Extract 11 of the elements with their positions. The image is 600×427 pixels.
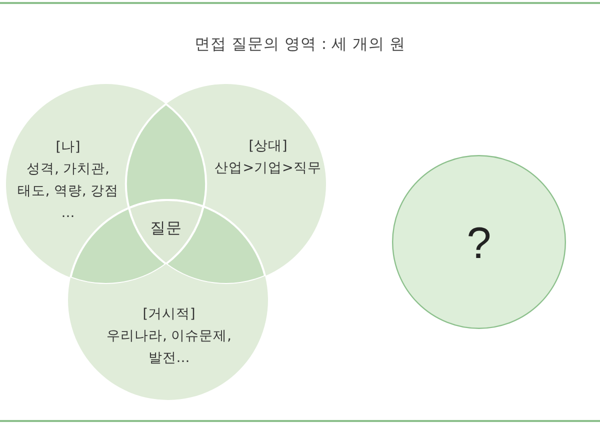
circle-title: [나]: [56, 139, 80, 155]
circle-title: [상대]: [248, 138, 288, 154]
overlap-region: [125, 103, 207, 209]
circle-text: 성격, 가치관, 태도, 역량, 강점 …: [17, 161, 119, 221]
question-mark: ?: [466, 219, 492, 268]
diagram-title: 면접 질문의 영역 : 세 개의 원: [194, 34, 406, 55]
center-label: 질문: [150, 219, 182, 238]
circle: [392, 155, 566, 329]
circle-text: 산업>기업>직무: [214, 160, 322, 176]
circle-title: [거시적]: [142, 306, 196, 322]
circle-text: 우리나라, 이슈문제, 발전…: [106, 328, 232, 366]
